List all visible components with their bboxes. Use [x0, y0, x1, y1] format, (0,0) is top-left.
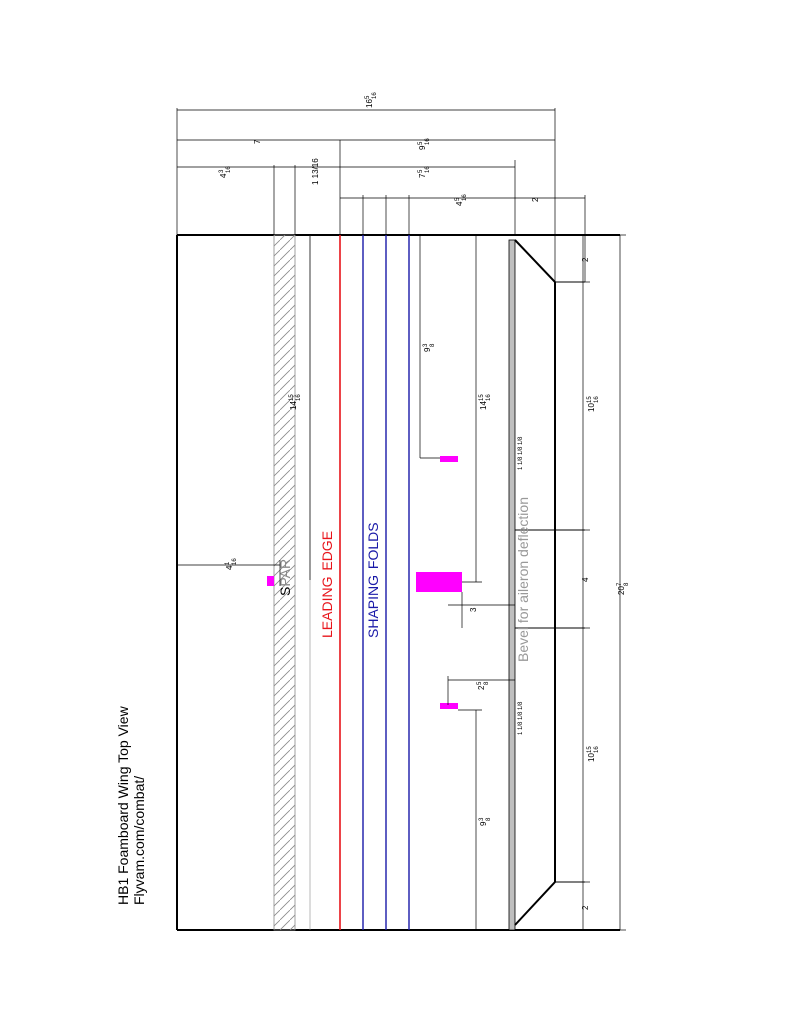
- dim-top-small-num: 5: [455, 197, 461, 201]
- dim-aileron-lower-num: 15: [587, 746, 593, 753]
- dim-top-overall-den: 16: [372, 92, 378, 99]
- leading-edge-label-2: EDGE: [319, 531, 335, 571]
- dim-tip-lower: 2: [581, 905, 590, 910]
- dim-horn-upper-whole: 9: [423, 347, 432, 352]
- dim-aileron-lower-whole: 10: [587, 753, 596, 762]
- spar-label-s: S: [277, 587, 293, 596]
- dim-span-total-num: 7: [617, 582, 623, 586]
- svg-text:SHAPING FOLDS: SHAPING FOLDS: [365, 522, 381, 638]
- svg-text:LEADING EDGE: LEADING EDGE: [319, 531, 335, 638]
- dim-le-length-num: 15: [289, 394, 295, 401]
- dim-horn-lower-whole: 9: [479, 821, 488, 826]
- dim-horn-lower-den: 8: [486, 817, 492, 821]
- right-dimensions: [578, 234, 626, 931]
- shaping-fold-lines: [362, 235, 410, 930]
- dim-spar-offset-den: 16: [232, 558, 238, 565]
- bevel-label: Bevel for aileron deflection: [515, 497, 531, 662]
- dim-horn-lower-small-whole: 2: [477, 685, 486, 690]
- dim-le-length-whole: 14: [289, 401, 298, 410]
- bevel-strip: [508, 239, 516, 931]
- dim-horn-lower-small-num: 5: [477, 681, 483, 685]
- dim-top-small-den: 16: [462, 194, 468, 201]
- dim-span-total-whole: 20: [617, 586, 626, 595]
- shaping-folds-label-2: FOLDS: [365, 522, 381, 569]
- dim-top-overall-num: 5: [365, 95, 371, 99]
- dim-horn-lower-num: 3: [479, 817, 485, 821]
- svg-text:SPAR: SPAR: [277, 559, 293, 596]
- dim-top-left-whole: 4: [219, 173, 228, 178]
- dim-hinge-upper: 1 1/8 1/8 1/8: [518, 436, 524, 470]
- dim-top-mid-right-den: 16: [425, 166, 431, 173]
- dim-top-right-den: 16: [425, 138, 431, 145]
- spar-marker: [267, 576, 274, 586]
- dim-aileron-upper-whole: 10: [587, 403, 596, 412]
- aileron-outline: [514, 234, 620, 931]
- dim-top-left-num: 3: [219, 169, 225, 173]
- dim-hinge-lower: 1 1/8 1/8 1/8: [518, 701, 524, 735]
- dim-horn-lower-small-den: 8: [484, 681, 490, 685]
- horn-center: [416, 572, 462, 592]
- dim-spar-offset-whole: 4: [225, 565, 234, 570]
- dim-aileron-mid: 4: [581, 577, 590, 582]
- spar-label-rest: PAR: [277, 559, 293, 587]
- title-line-2: Flyvam.com/combat/: [131, 776, 147, 905]
- dim-aileron-upper-num: 15: [587, 396, 593, 403]
- dim-top-mid: 1 13/16: [311, 158, 320, 185]
- leading-edge-label-1: LEADING: [319, 577, 335, 638]
- dim-aileron-upper-den: 16: [594, 396, 600, 403]
- dim-top-seven: 7: [253, 139, 262, 144]
- dim-horn-upper-num: 3: [423, 343, 429, 347]
- title-line-1: HB1 Foamboard Wing Top View: [115, 705, 131, 905]
- dim-top-right-num: 5: [418, 141, 424, 145]
- dim-fold-length-num: 15: [479, 394, 485, 401]
- dim-top-mid-right-num: 5: [418, 169, 424, 173]
- horn-lower: [440, 703, 458, 709]
- dim-horn-upper-den: 8: [430, 343, 436, 347]
- shaping-folds-label-1: SHAPING: [365, 575, 381, 638]
- dim-aileron-lower-den: 16: [594, 746, 600, 753]
- horn-upper: [440, 456, 458, 462]
- top-dimensions: [176, 108, 586, 282]
- dim-top-mid-right-whole: 7: [418, 173, 427, 178]
- dim-spar-offset-num: 1: [225, 561, 231, 565]
- dim-fold-length-den: 16: [486, 394, 492, 401]
- dim-span-total-den: 8: [624, 582, 630, 586]
- wing-outline: [176, 234, 620, 931]
- dim-tip-upper: 2: [581, 257, 590, 262]
- title-block: HB1 Foamboard Wing Top View Flyvam.com/c…: [115, 705, 147, 905]
- dim-le-length-den: 16: [296, 394, 302, 401]
- dim-fold-length-whole: 14: [479, 401, 488, 410]
- dim-top-right-whole: 9: [418, 145, 427, 150]
- dim-horn-gap: 3: [469, 607, 478, 612]
- dim-top-two: 2: [531, 197, 540, 202]
- dim-top-overall-whole: 16: [365, 99, 374, 108]
- dim-top-left-den: 16: [226, 166, 232, 173]
- control-horns: [267, 456, 462, 709]
- dim-top-small-whole: 4: [455, 201, 464, 206]
- interior-dimensions: [177, 235, 515, 930]
